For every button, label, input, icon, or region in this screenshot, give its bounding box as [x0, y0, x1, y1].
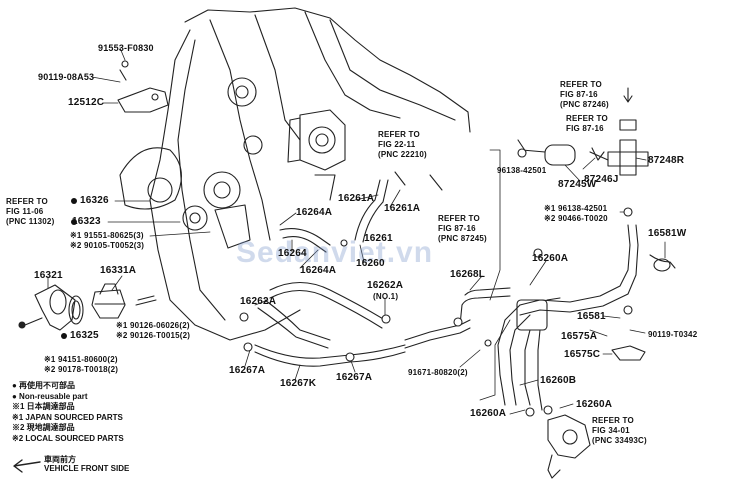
label-90119-t0342: 90119-T0342: [648, 330, 698, 339]
label-96138-42501: 96138-42501: [497, 166, 547, 175]
engine-block: [119, 7, 471, 341]
refer-fig-87-16-b: REFER TO FIG 87-16: [566, 114, 608, 133]
refer-arrow: [623, 87, 633, 103]
clip-87246j: [591, 147, 605, 161]
hose-16267k: [254, 319, 471, 367]
label-16325: 16325: [70, 330, 99, 341]
stud-bolt: [135, 295, 157, 306]
label-no1: (NO.1): [373, 292, 399, 301]
label-90178-t0018: ※2 90178-T0018(2): [44, 365, 119, 374]
label-90126-06026: ※1 90126-06026(2): [116, 321, 190, 330]
label-16326: 16326: [80, 195, 109, 206]
water-pump-connector: [547, 414, 591, 479]
legend-line-1: ● 再使用不可部品: [12, 381, 76, 390]
label-16575a: 16575A: [561, 331, 598, 342]
refer-fig-87-16-a: REFER TO FIG 87-16 (PNC 87246): [560, 80, 609, 109]
label-16260a-2: 16260A: [470, 408, 507, 419]
label-12512c: 12512C: [68, 97, 105, 108]
label-16267a-1: 16267A: [229, 365, 266, 376]
hose-16262a: [257, 282, 386, 349]
label-91671-80820: 91671-80820(2): [408, 368, 468, 377]
label-16264a-1: 16264A: [296, 207, 333, 218]
refer-fig-22-11: REFER TO FIG 22-11 (PNC 22210): [378, 130, 427, 159]
legend-line-4: ※1 JAPAN SOURCED PARTS: [12, 412, 123, 422]
label-16267a-2: 16267A: [336, 372, 373, 383]
label-16331a: 16331A: [100, 265, 137, 276]
label-87248r: 87248R: [648, 155, 685, 166]
label-16261a-1: 16261A: [338, 193, 375, 204]
water-pipe-16260b: [497, 224, 639, 411]
label-90466-t0020: ※2 90466-T0020: [544, 214, 608, 223]
label-16262a-2: 16262A: [367, 280, 404, 291]
label-91553-f0830: 91553-F0830: [98, 43, 154, 53]
label-16321: 16321: [34, 270, 63, 281]
refer-fig-11-06: REFER TO FIG 11-06 (PNC 11302): [6, 197, 55, 226]
label-16260a-3: 16260A: [576, 399, 613, 410]
label-16267k: 16267K: [280, 378, 317, 389]
label-90119-08a53: 90119-08A53: [38, 72, 95, 82]
legend-line-6: ※2 LOCAL SOURCED PARTS: [12, 433, 124, 443]
label-16260a-1: 16260A: [532, 253, 569, 264]
label-16261: 16261: [364, 233, 393, 244]
watermark: Sedanviet.vn: [236, 236, 434, 269]
label-16268l: 16268L: [450, 269, 486, 280]
label-90105-t0052: ※2 90105-T0052(3): [70, 241, 145, 250]
bracket: [117, 69, 169, 113]
label-91551-80625: ※1 91551-80625(3): [70, 231, 144, 240]
bracket-16575c: [611, 345, 646, 361]
legend: ● 再使用不可部品 ● Non-reusable part ※1 日本調達部品 …: [12, 381, 124, 444]
vehicle-front-en: VEHICLE FRONT SIDE: [44, 464, 130, 473]
legend-line-2: ● Non-reusable part: [12, 391, 88, 401]
hose-16581w: [649, 254, 676, 272]
refer-fig-34-01: REFER TO FIG 34-01 (PNC 33493C): [592, 416, 647, 445]
tee-87248r: [589, 119, 649, 176]
label-87245w: 87245W: [558, 179, 597, 190]
front-arrow: [13, 459, 41, 473]
label-16264: 16264: [278, 248, 307, 259]
label-90126-t0015: ※2 90126-T0015(2): [116, 331, 191, 340]
label-16262a-1: 16262A: [240, 296, 277, 307]
label-16264a-2: 16264A: [300, 265, 337, 276]
water-inlet: [18, 284, 76, 331]
label-87246j: 87246J: [584, 174, 619, 185]
hose-16264: [279, 228, 331, 253]
label-16260: 16260: [356, 258, 385, 269]
vehicle-front-side: 車両前方 VEHICLE FRONT SIDE: [14, 455, 129, 473]
label-16323: 16323: [72, 216, 101, 227]
refer-fig-87-16-c: REFER TO FIG 87-16 (PNC 87245): [438, 214, 487, 243]
label-16260b: 16260B: [540, 375, 577, 386]
hose-16268l: [459, 287, 511, 326]
label-16261a-2: 16261A: [384, 203, 421, 214]
label-94151-80600: ※1 94151-80600(2): [44, 355, 118, 364]
label-96138-42501-b: ※1 96138-42501: [544, 204, 608, 213]
label-16581: 16581: [577, 311, 606, 322]
hose-87245w: [517, 139, 576, 166]
legend-line-3: ※1 日本調達部品: [12, 402, 75, 411]
gasket: [68, 295, 84, 325]
label-16575c: 16575C: [564, 349, 601, 360]
hose-16261: [354, 171, 443, 243]
legend-line-5: ※2 現地調達部品: [12, 423, 75, 432]
vehicle-front-jp: 車両前方: [44, 455, 76, 464]
label-16581w: 16581W: [648, 228, 687, 239]
thermostat: [91, 283, 126, 319]
